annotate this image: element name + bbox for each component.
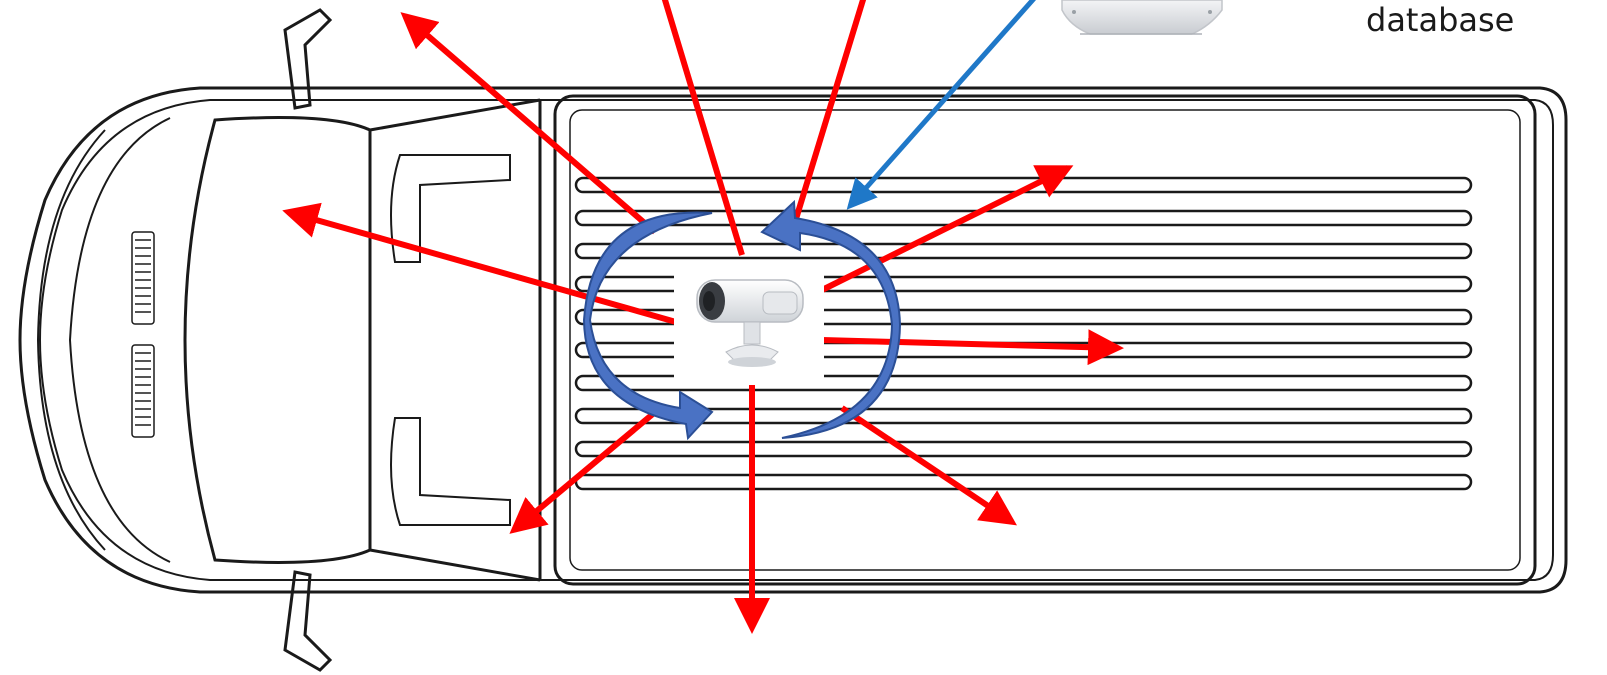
windshield: [185, 118, 370, 563]
database-label: database: [1366, 1, 1514, 39]
side-mirror-bottom: [285, 572, 330, 670]
cab-recess-bottom: [391, 418, 510, 525]
database-link-arrow: [850, 0, 1038, 206]
hood: [70, 118, 170, 562]
scan-arrow-down-right: [842, 408, 1012, 522]
scan-arrow-left: [288, 212, 676, 322]
cab-seam-bottom: [370, 550, 540, 580]
grille-vent-bottom: [132, 345, 154, 437]
grille-vent-top: [132, 232, 154, 324]
scan-arrow-up-right: [822, 168, 1068, 290]
cab-seam-top: [370, 100, 540, 130]
scan-arrow-right: [822, 340, 1118, 348]
side-mirror-top: [285, 10, 330, 108]
ptz-camera-icon: [674, 264, 824, 380]
scan-arrow-down-left: [514, 408, 660, 530]
scan-arrow-up-left: [405, 16, 655, 232]
database-server-icon: [1062, 0, 1222, 34]
